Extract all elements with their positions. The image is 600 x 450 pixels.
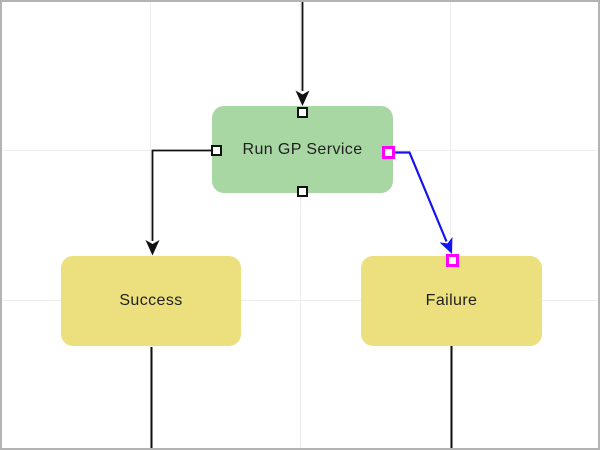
port-handle-bottom[interactable] (297, 186, 308, 197)
edge-run-to-success[interactable] (151, 149, 213, 242)
port-handle-failure-top-selected[interactable] (446, 254, 459, 267)
port-handle-right-selected[interactable] (382, 146, 395, 159)
port-handle-top[interactable] (297, 107, 308, 118)
gridline-vertical (450, 2, 451, 448)
node-success-label: Success (119, 292, 183, 309)
node-failure[interactable]: Failure (361, 256, 542, 346)
gridline-vertical (300, 2, 301, 448)
node-run-gp-service-label: Run GP Service (242, 140, 363, 158)
node-success[interactable]: Success (61, 256, 241, 346)
gridline-horizontal (2, 300, 598, 301)
node-failure-label: Failure (425, 292, 478, 309)
node-run-gp-service[interactable]: Run GP Service (212, 106, 393, 193)
arrowhead-incoming[interactable] (295, 90, 310, 107)
gridline-vertical (150, 2, 151, 448)
port-handle-left[interactable] (211, 145, 222, 156)
edge-run-to-failure-selected[interactable] (394, 151, 448, 242)
arrowhead-run-to-failure[interactable] (439, 236, 459, 257)
arrowhead-run-to-success[interactable] (145, 240, 160, 256)
